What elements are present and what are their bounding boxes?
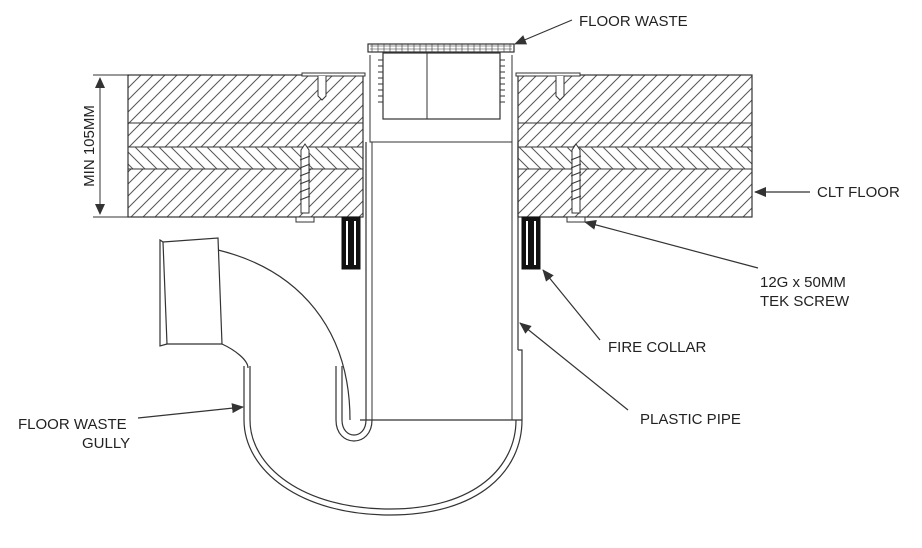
leader-lines (137, 19, 810, 419)
clt-floor-label: CLT FLOOR (817, 184, 900, 201)
floor-waste-label: FLOOR WASTE (579, 13, 688, 30)
fire-collar-label: FIRE COLLAR (608, 339, 707, 356)
gully-label-line2: GULLY (82, 435, 130, 452)
gully-label-line1: FLOOR WASTE (18, 416, 127, 433)
dimension-label: MIN 105MM (81, 105, 98, 187)
floor-waste (301, 43, 581, 143)
fire-collar (341, 216, 541, 270)
dimension-line (93, 74, 128, 218)
tek-screw-label-line1: 12G x 50MM (760, 274, 846, 291)
tek-screw-label-line2: TEK SCREW (760, 293, 850, 310)
plastic-pipe-label: PLASTIC PIPE (640, 411, 741, 428)
plastic-pipe (360, 142, 523, 421)
floor-waste-gully (159, 237, 523, 516)
tek-screw (295, 76, 586, 223)
